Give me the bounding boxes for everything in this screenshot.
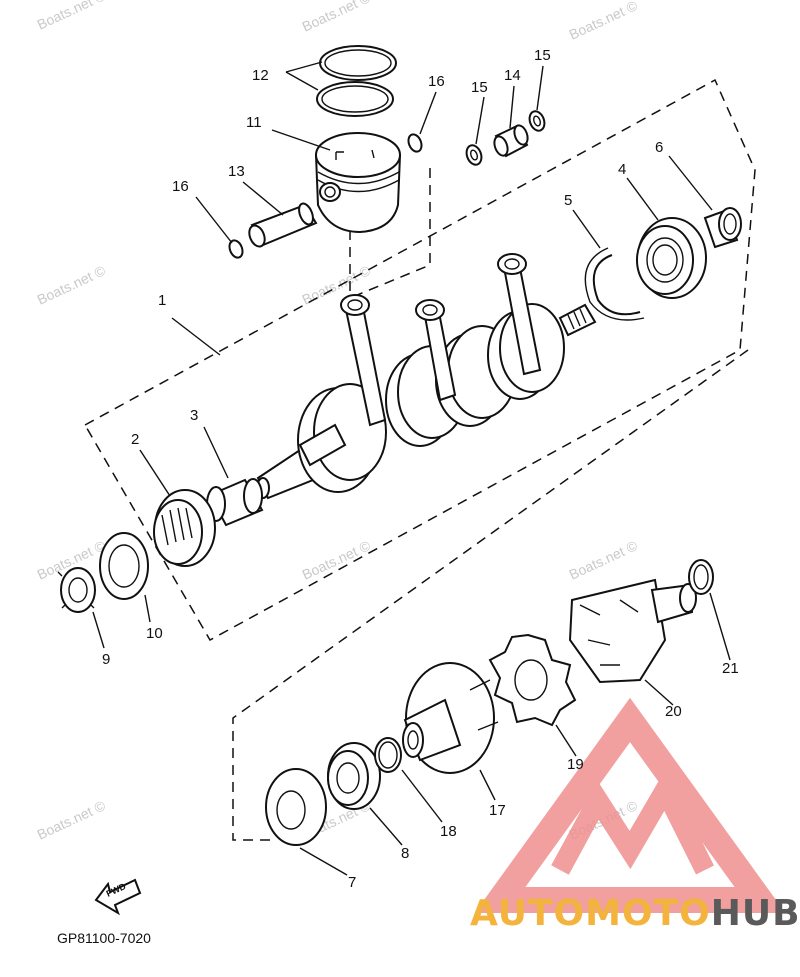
front-main-bearing xyxy=(153,489,216,567)
part-number: 7 xyxy=(348,874,356,891)
part-number: 15 xyxy=(534,47,551,64)
logo-text: AUTOMOTOHUB xyxy=(470,893,800,934)
pump-group-outline xyxy=(232,349,749,841)
o-ring-21 xyxy=(688,559,714,595)
circlip-right xyxy=(407,133,423,153)
part-number: 3 xyxy=(190,407,198,424)
watermark: Boats.net © xyxy=(300,537,374,583)
small-end-washer-right xyxy=(528,110,546,132)
automotohub-logo: AUTOMOTOHUB xyxy=(470,893,800,934)
part-number: 8 xyxy=(401,845,409,862)
watermark: Boats.net © xyxy=(35,797,109,843)
part-number: 16 xyxy=(428,73,445,90)
watermark: Boats.net © xyxy=(567,537,641,583)
part-number: 6 xyxy=(655,139,663,156)
part-number-labels: 12 11 13 16 16 15 14 15 1 5 4 6 3 2 10 9… xyxy=(102,47,739,891)
part-number: 11 xyxy=(246,114,262,131)
piston-rings xyxy=(316,45,397,117)
small-end-washer-left xyxy=(465,144,483,166)
part-number: 13 xyxy=(228,163,245,180)
part-number: 4 xyxy=(618,161,626,178)
oil-seal-front xyxy=(99,532,149,600)
part-number: 5 xyxy=(564,192,572,209)
rubber-coupling-19 xyxy=(488,633,577,727)
automotohub-logo-mark xyxy=(474,697,786,913)
piston-pin xyxy=(248,202,318,248)
part-number: 19 xyxy=(567,756,584,773)
o-ring-18 xyxy=(374,737,402,773)
oil-seal-7 xyxy=(265,768,327,846)
part-number: 10 xyxy=(146,625,163,642)
main-bearing-rear xyxy=(636,217,707,299)
watermark: Boats.net © xyxy=(300,0,374,35)
piston xyxy=(314,132,402,234)
impeller-housing-17 xyxy=(402,662,499,774)
part-number: 12 xyxy=(252,67,269,84)
leader-lines xyxy=(92,61,731,876)
diagram-code: GP81100-7020 xyxy=(57,930,151,946)
small-end-bearing xyxy=(493,124,529,158)
circlip-large xyxy=(584,247,645,321)
part-number: 17 xyxy=(489,802,506,819)
part-number: 9 xyxy=(102,651,110,668)
part-number: 20 xyxy=(665,703,682,720)
watermark: Boats.net © xyxy=(35,262,109,308)
part-number: 16 xyxy=(172,178,189,195)
part-number: 21 xyxy=(722,660,739,677)
part-number: 1 xyxy=(158,292,166,309)
watermark: Boats.net © xyxy=(567,0,641,43)
front-nut xyxy=(57,567,96,613)
rear-collar xyxy=(703,207,742,249)
front-collar xyxy=(206,478,264,527)
part-number: 2 xyxy=(131,431,139,448)
circlip-left xyxy=(228,239,244,259)
part-number: 18 xyxy=(440,823,457,840)
assembly-outline xyxy=(84,78,756,841)
crankshaft-assembly-outline xyxy=(84,78,756,642)
watermark: Boats.net © xyxy=(35,0,109,33)
part-number: 14 xyxy=(504,67,521,84)
part-number: 15 xyxy=(471,79,488,96)
fwd-arrow-icon: FWD xyxy=(94,878,142,916)
impeller-20 xyxy=(568,578,697,684)
bearing-8 xyxy=(327,742,381,810)
crankshaft xyxy=(256,253,597,500)
